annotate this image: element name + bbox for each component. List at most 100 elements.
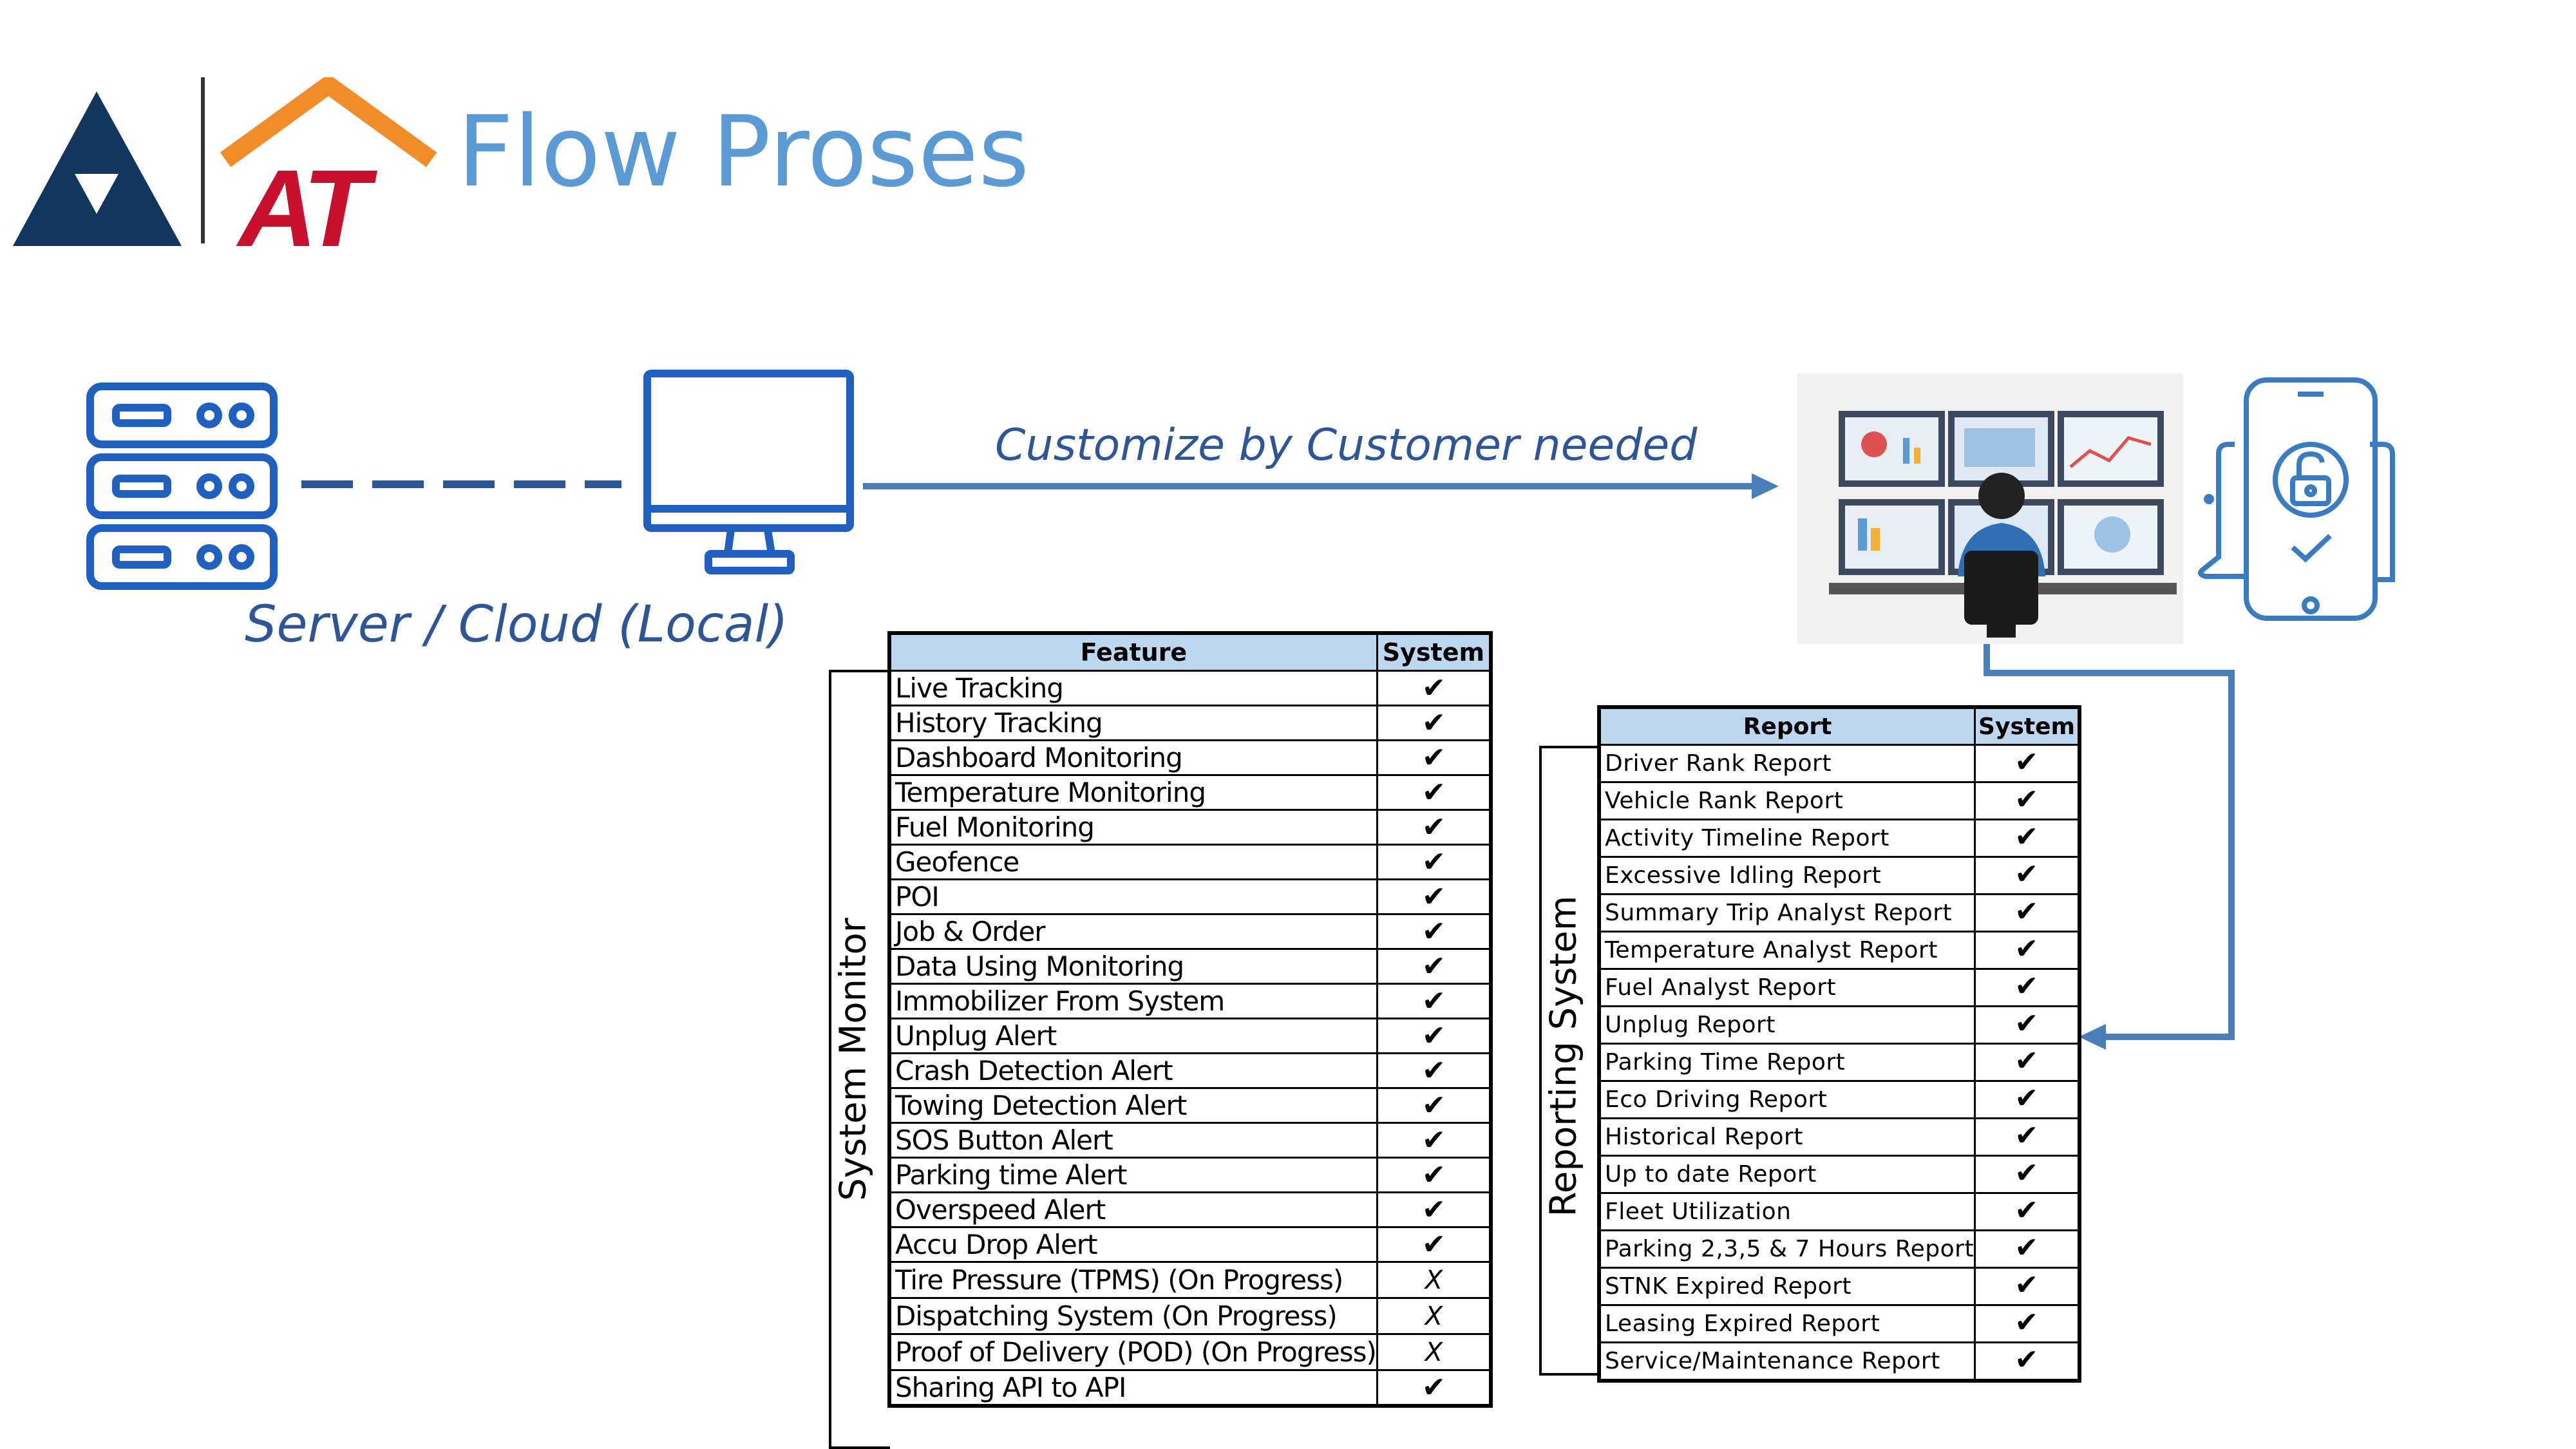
check-icon: ✔ — [2014, 746, 2039, 779]
system-status-cell: ✔ — [1376, 1226, 1492, 1263]
cross-icon: X — [1425, 1265, 1443, 1295]
check-icon: ✔ — [1422, 741, 1446, 774]
check-icon: ✔ — [1422, 1089, 1446, 1122]
feature-cell: Accu Drop Alert — [888, 1226, 1378, 1263]
report-cell: Eco Driving Report — [1598, 1080, 1976, 1119]
system-status-cell: ✔ — [1974, 893, 2081, 933]
check-icon: ✔ — [2014, 820, 2039, 853]
triangle-logo — [13, 91, 182, 246]
table-row: SOS Button Alert✔ — [888, 1122, 1492, 1159]
table-row: Fuel Monitoring✔ — [888, 809, 1492, 846]
feature-cell: Temperature Monitoring — [888, 774, 1378, 811]
feature-cell: Overspeed Alert — [888, 1191, 1378, 1228]
report-cell: Unplug Report — [1598, 1005, 1976, 1045]
monitor-icon — [643, 370, 854, 574]
feature-cell: Live Tracking — [888, 670, 1378, 706]
table-row: Parking Time Report✔ — [1598, 1043, 2081, 1082]
report-cell: Fuel Analyst Report — [1598, 968, 1976, 1007]
logo-text: AT — [236, 147, 377, 258]
check-icon: ✔ — [2014, 1269, 2039, 1302]
house-AT-logo: AT — [220, 77, 437, 258]
system-status-cell: ✔ — [1974, 968, 2081, 1007]
table-row: Parking time Alert✔ — [888, 1157, 1492, 1193]
table-row: Service/Maintenance Report✔ — [1598, 1341, 2081, 1382]
server-stack-icon — [86, 383, 278, 590]
feature-table: Feature System Live Tracking ✔ History Tra… — [887, 631, 1493, 1408]
report-cell: Historical Report — [1598, 1117, 1976, 1157]
system-status-cell: ✔ — [1974, 1229, 2081, 1269]
table-row: Proof of Delivery (POD) (On Progress)X — [888, 1333, 1492, 1371]
table-row: Towing Detection Alert✔ — [888, 1087, 1492, 1124]
check-icon: ✔ — [1422, 1019, 1446, 1052]
system-monitor-bracket — [829, 670, 890, 1449]
system-status-cell: ✔ — [1376, 1157, 1492, 1193]
check-icon: ✔ — [2014, 1343, 2039, 1376]
feature-cell: Crash Detection Alert — [888, 1052, 1378, 1089]
feature-cell: Fuel Monitoring — [888, 809, 1378, 846]
report-cell: Fleet Utilization — [1598, 1192, 1976, 1231]
feature-table-header: Feature System — [888, 632, 1492, 672]
feature-cell: History Tracking — [888, 705, 1378, 741]
table-row: Crash Detection Alert✔ — [888, 1052, 1492, 1089]
check-icon: ✔ — [1422, 1228, 1446, 1261]
control-room-operator-icon — [1797, 374, 2183, 644]
system-status-cell: ✔ — [1376, 948, 1492, 985]
system-status-cell: ✔ — [1974, 1005, 2081, 1045]
system-status-cell: ✔ — [1376, 844, 1492, 880]
table-row: Job & Order✔ — [888, 913, 1492, 950]
return-arrow-head — [2079, 1024, 2106, 1050]
reporting-system-bracket — [1539, 746, 1600, 1376]
check-icon: ✔ — [2014, 1045, 2039, 1077]
report-cell: STNK Expired Report — [1598, 1267, 1976, 1306]
check-icon: ✔ — [2014, 1306, 2039, 1339]
table-row: Unplug Report✔ — [1598, 1005, 2081, 1045]
check-icon: ✔ — [2014, 895, 2039, 928]
feature-table-body: Live Tracking✔History Tracking✔Dashboard… — [888, 670, 1492, 1407]
table-row: Activity Timeline Report✔ — [1598, 819, 2081, 858]
check-icon: ✔ — [2014, 970, 2039, 1003]
system-status-cell: ✔ — [1974, 856, 2081, 895]
feature-cell: SOS Button Alert — [888, 1122, 1378, 1159]
system-status-cell: ✔ — [1376, 739, 1492, 776]
feature-cell: Geofence — [888, 844, 1378, 880]
cross-icon: X — [1425, 1338, 1443, 1367]
system-status-cell: ✔ — [1974, 1080, 2081, 1119]
check-icon: ✔ — [1422, 672, 1446, 705]
feature-cell: Dashboard Monitoring — [888, 739, 1378, 776]
table-row: STNK Expired Report ✔ — [1598, 1267, 2081, 1306]
system-status-cell: ✔ — [1376, 878, 1492, 915]
system-status-cell: ✔ — [1376, 1191, 1492, 1228]
system-status-cell: ✔ — [1376, 774, 1492, 811]
page-title: Flow Proses — [457, 95, 1030, 209]
system-status-cell: X — [1376, 1297, 1492, 1335]
system-status-cell: ✔ — [1974, 931, 2081, 970]
check-icon: ✔ — [1422, 776, 1446, 809]
check-icon: ✔ — [1422, 1371, 1446, 1404]
system-column-header: System — [1974, 706, 2081, 746]
feature-cell: Sharing API to API — [888, 1369, 1378, 1407]
table-row: Dashboard Monitoring ✔ — [888, 739, 1492, 776]
system-status-cell: ✔ — [1974, 1155, 2081, 1194]
system-status-cell: ✔ — [1376, 809, 1492, 846]
check-icon: ✔ — [2014, 783, 2039, 816]
table-row: Leasing Expired Report✔ — [1598, 1304, 2081, 1343]
report-cell: Up to date Report — [1598, 1155, 1976, 1194]
system-status-cell: ✔ — [1376, 913, 1492, 950]
table-row: Vehicle Rank Report✔ — [1598, 781, 2081, 820]
report-cell: Driver Rank Report — [1598, 744, 1976, 783]
check-icon: ✔ — [2014, 1231, 2039, 1264]
return-arrow-line — [1984, 644, 2235, 1040]
table-row: Historical Report ✔ — [1598, 1117, 2081, 1157]
report-cell: Temperature Analyst Report — [1598, 931, 1976, 970]
check-icon: ✔ — [2014, 1082, 2039, 1115]
report-cell: Summary Trip Analyst Report — [1598, 893, 1976, 933]
feature-cell: Tire Pressure (TPMS) (On Progress) — [888, 1261, 1378, 1299]
feature-cell: Parking time Alert — [888, 1157, 1378, 1193]
system-status-cell: ✔ — [1376, 1122, 1492, 1159]
system-status-cell: ✔ — [1376, 983, 1492, 1019]
feature-cell: Job & Order — [888, 913, 1378, 950]
check-icon: ✔ — [1422, 985, 1446, 1018]
table-row: Dispatching System (On Progress)X — [888, 1297, 1492, 1335]
check-icon: ✔ — [2014, 1119, 2039, 1152]
